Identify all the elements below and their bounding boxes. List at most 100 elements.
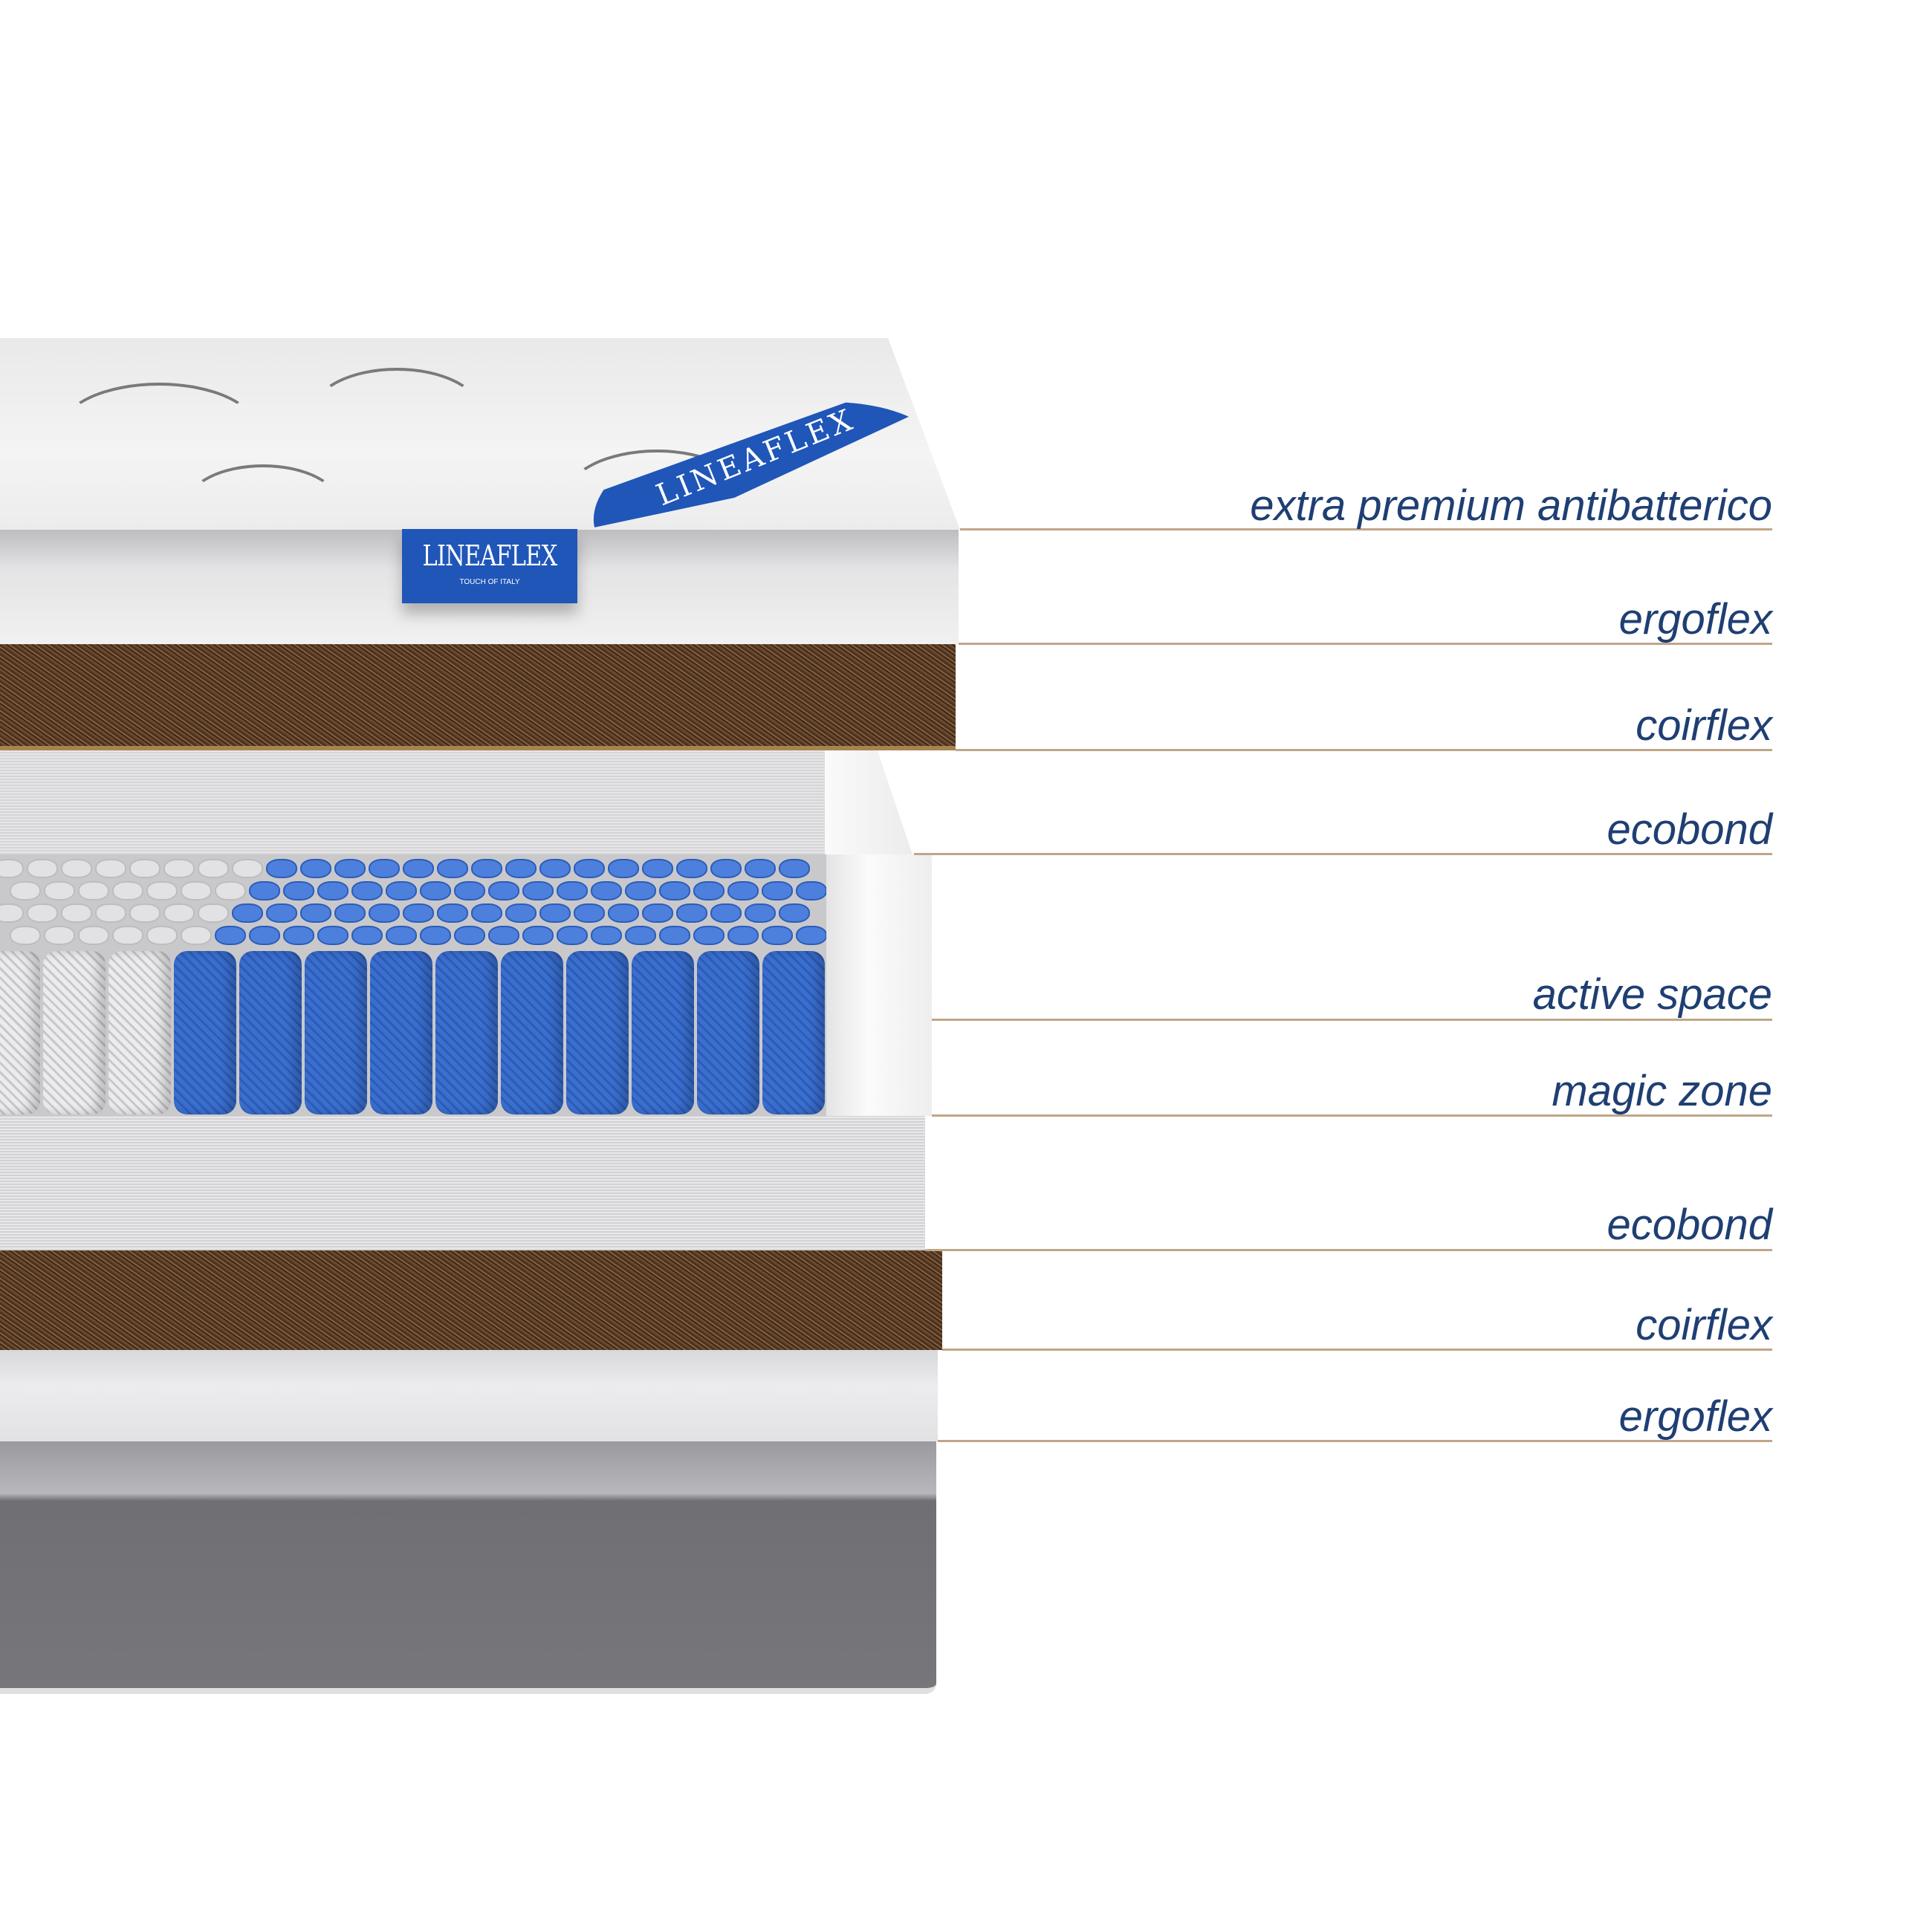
spring-top [762,881,793,900]
spring-coil [632,951,694,1114]
spring-coil [0,951,40,1114]
layer-rule [914,853,1772,855]
layer-rule [938,1440,1772,1442]
spring-top [266,903,297,923]
spring-coil [762,951,825,1114]
spring-top [745,859,776,878]
spring-coil [501,951,563,1114]
spring-top [796,926,827,945]
spring-top [574,859,605,878]
spring-top [625,926,656,945]
spring-top [95,859,126,878]
layer-label: magic zone [1552,1067,1772,1115]
layer-rule [942,1349,1772,1351]
layer-label: ergoflex [1618,595,1772,643]
spring-top [693,926,724,945]
spring-top [369,859,400,878]
ecobond-bottom-layer [0,1116,925,1250]
layer-rule [959,643,1772,645]
spring-top [215,926,246,945]
spring-top [557,881,588,900]
spring-top [78,926,109,945]
spring-top [10,881,41,900]
quilt-pattern [565,450,749,530]
spring-top [27,903,58,923]
spring-top [351,881,383,900]
spring-coil [43,951,106,1114]
spring-top [591,881,622,900]
spring-top [317,926,349,945]
spring-top [505,859,537,878]
spring-top [27,859,58,878]
spring-top [283,926,314,945]
spring-top [403,859,434,878]
spring-coil [697,951,759,1114]
layer-label: coirflex [1636,701,1772,750]
ergoflex-bottom-layer [0,1350,938,1441]
layer-rule [925,1249,1772,1251]
spring-top [369,903,400,923]
spring-top [420,881,451,900]
spring-top [727,926,759,945]
layer-rule [932,1019,1772,1021]
spring-top [676,903,707,923]
spring-top [779,903,810,923]
spring-top [539,903,571,923]
spring-top [727,881,759,900]
spring-top [710,859,742,878]
spring-top [266,859,297,878]
spring-coil [305,951,367,1114]
layer-label: ergoflex [1618,1392,1772,1441]
spring-top [181,926,212,945]
spring-top [78,881,109,900]
layer-label: ecobond [1607,1201,1772,1249]
spring-top [10,926,41,945]
layer-label: ecobond [1607,805,1772,854]
spring-top [437,903,468,923]
spring-top [522,926,554,945]
quilt-pattern [59,383,259,478]
spring-coil [370,951,432,1114]
spring-top [44,881,75,900]
spring-top [249,926,280,945]
spring-top [163,859,195,878]
spring-top [659,926,690,945]
spring-top [642,859,673,878]
spring-coil [435,951,498,1114]
quilt-pattern [186,464,340,530]
spring-top [198,859,229,878]
spring-top [642,903,673,923]
spring-top [608,903,639,923]
spring-top [693,881,724,900]
coirflex-top-layer [0,644,956,750]
spring-top [762,926,793,945]
spring-top [386,926,417,945]
spring-top [146,926,178,945]
spring-top [608,859,639,878]
spring-top [625,881,656,900]
spring-top [386,881,417,900]
tag-brand-text: LINEAFLEX [422,539,558,572]
quilt-pattern [312,368,482,455]
spring-top [163,903,195,923]
spring-top [0,859,24,878]
spring-top [676,859,707,878]
spring-top [659,881,690,900]
spring-top [61,859,92,878]
spring-top [522,881,554,900]
spring-top [488,926,519,945]
spring-top [232,903,263,923]
spring-top [488,881,519,900]
spring-top [112,881,143,900]
spring-top [129,903,161,923]
spring-top [454,881,485,900]
layer-rule [932,1114,1772,1117]
spring-top [283,881,314,900]
spring-top [129,859,161,878]
spring-top [557,926,588,945]
spring-top [420,926,451,945]
spring-top [779,859,810,878]
spring-top [95,903,126,923]
spring-top [112,926,143,945]
